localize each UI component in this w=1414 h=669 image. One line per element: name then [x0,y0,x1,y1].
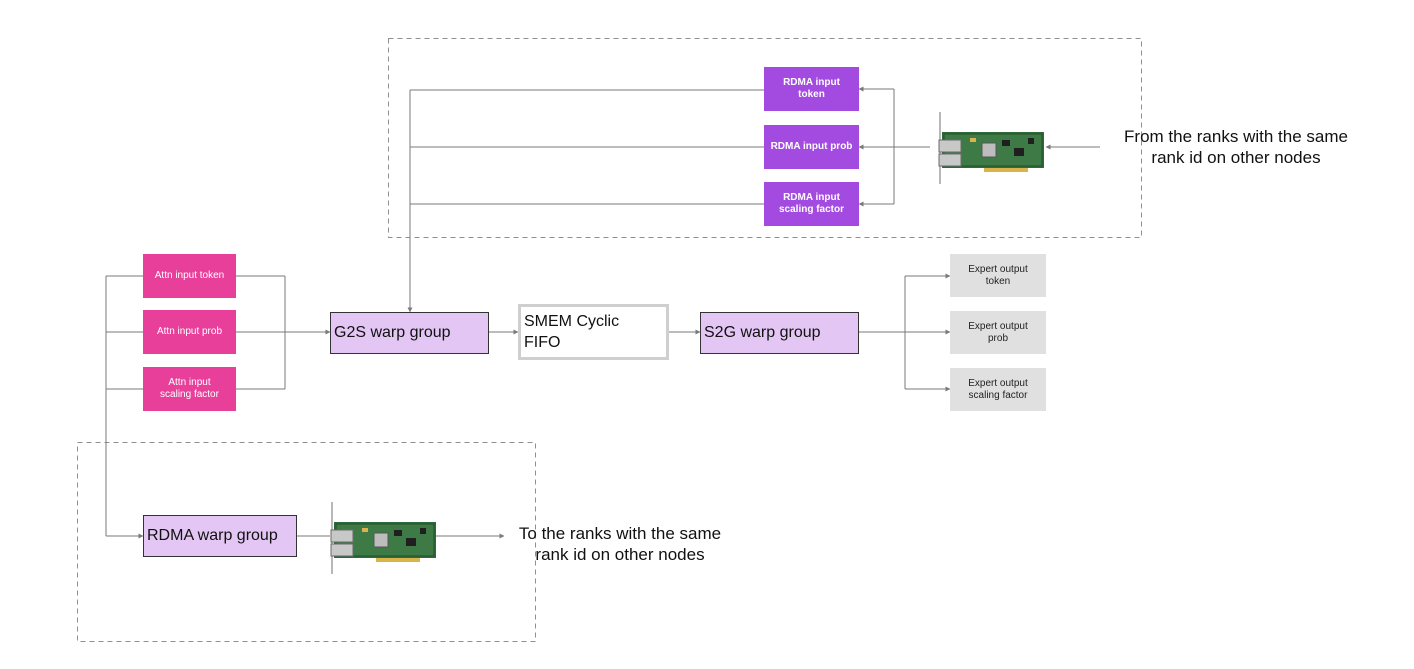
expert-output-token-node: Expert output token [950,254,1046,297]
smem-cyclic-fifo-node: SMEM Cyclic FIFO [518,304,669,360]
g2s-warp-group-node: G2S warp group [330,312,489,354]
s2g-warp-group-node: S2G warp group [700,312,859,354]
attn-input-scaling-node: Attn input scaling factor [143,367,236,411]
to-ranks-label: To the ranks with the same rank id on ot… [518,524,722,564]
rdma-input-prob-node: RDMA input prob [764,125,859,169]
rdma-input-scaling-node: RDMA input scaling factor [764,182,859,226]
expert-output-prob-node: Expert output prob [950,311,1046,354]
from-ranks-label: From the ranks with the same rank id on … [1124,127,1348,167]
rdma-input-token-node: RDMA input token [764,67,859,111]
rdma-warp-group-node: RDMA warp group [143,515,297,557]
nic-card-icon [938,112,1044,184]
rdma-send-region [77,442,536,642]
attn-input-token-node: Attn input token [143,254,236,298]
expert-output-scaling-node: Expert output scaling factor [950,368,1046,411]
remote-input-region [388,38,1142,238]
nic-card-icon [330,502,436,574]
attn-input-prob-node: Attn input prob [143,310,236,354]
